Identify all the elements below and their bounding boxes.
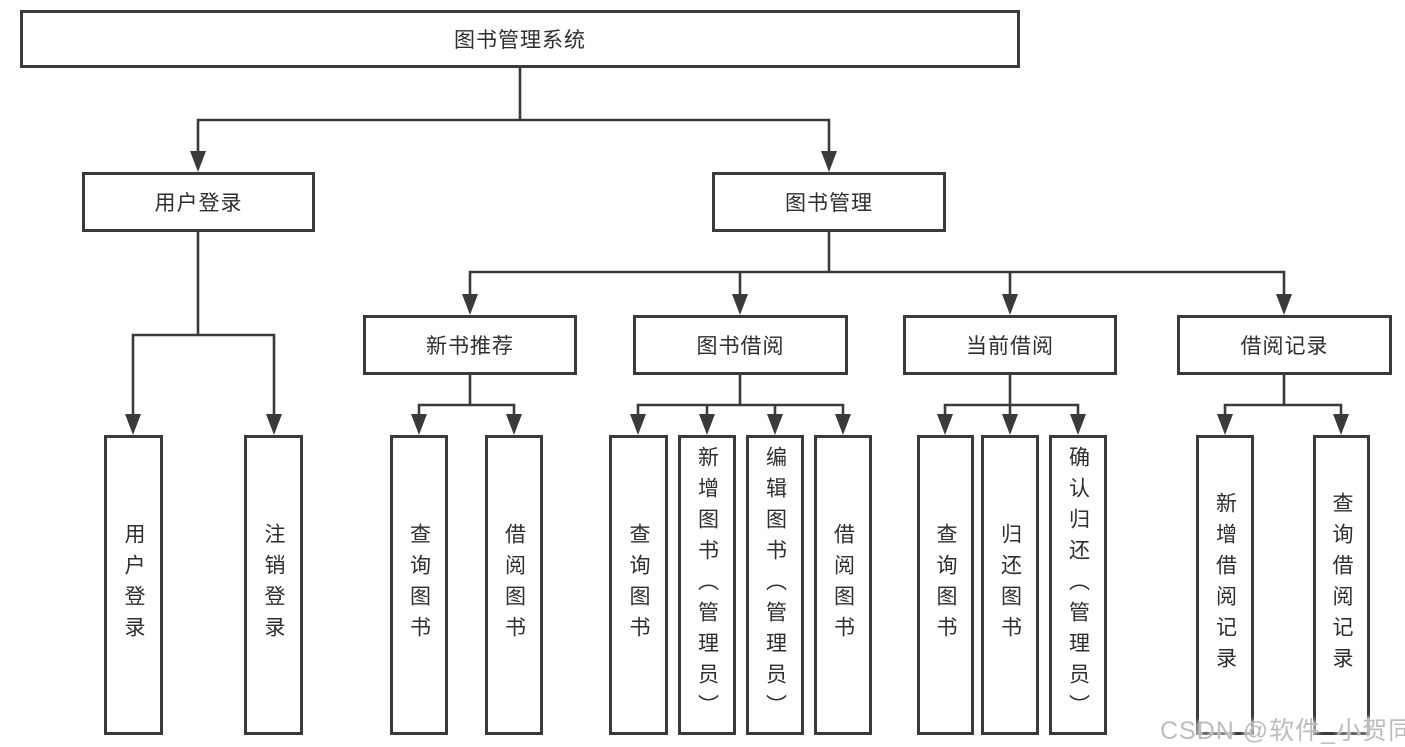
connector-line <box>131 333 276 416</box>
arrowhead <box>462 294 478 315</box>
leaf-add-book-admin: 新增图书（管理员） <box>678 435 736 735</box>
leaf-query-borrow-record: 查询借阅记录 <box>1313 435 1370 735</box>
connector-line <box>468 270 1286 296</box>
arrowhead <box>125 414 141 435</box>
connector-line <box>943 403 1080 416</box>
node-user-login: 用户登录 <box>82 172 315 232</box>
arrowhead <box>506 414 522 435</box>
arrowhead <box>1333 414 1349 435</box>
leaf-return-book: 归还图书 <box>981 435 1039 735</box>
connector-line <box>417 403 516 416</box>
arrowhead <box>835 414 851 435</box>
arrowhead <box>821 151 837 172</box>
leaf-query-books-current: 查询图书 <box>917 435 974 735</box>
node-current-borrow: 当前借阅 <box>903 315 1117 375</box>
arrowhead <box>1276 294 1292 315</box>
node-book-borrow: 图书借阅 <box>633 315 848 375</box>
arrowhead <box>630 414 646 435</box>
connector-line <box>636 403 845 416</box>
leaf-logout: 注销登录 <box>244 435 303 735</box>
node-borrow-records: 借阅记录 <box>1177 315 1392 375</box>
arrowhead <box>767 414 783 435</box>
connector-line <box>196 118 831 153</box>
arrowhead <box>937 414 953 435</box>
leaf-add-borrow-record: 新增借阅记录 <box>1196 435 1254 735</box>
node-book-management: 图书管理 <box>712 172 946 232</box>
csdn-watermark: CSDN @软件_小贺同学 <box>1160 717 1405 745</box>
arrowhead <box>266 414 282 435</box>
arrowhead <box>1002 294 1018 315</box>
leaf-user-login: 用户登录 <box>104 435 163 735</box>
arrowhead <box>699 414 715 435</box>
leaf-query-books-recommend: 查询图书 <box>390 435 448 735</box>
arrowhead <box>190 151 206 172</box>
arrowhead <box>411 414 427 435</box>
leaf-borrow-books: 借阅图书 <box>814 435 872 735</box>
leaf-confirm-return-admin: 确认归还（管理员） <box>1049 435 1107 735</box>
node-root: 图书管理系统 <box>20 10 1020 68</box>
connector-line <box>1223 403 1343 416</box>
node-new-book-recommend: 新书推荐 <box>363 315 577 375</box>
arrowhead <box>1217 414 1233 435</box>
arrowhead <box>732 294 748 315</box>
leaf-edit-book-admin: 编辑图书（管理员） <box>746 435 804 735</box>
leaf-query-books-borrow: 查询图书 <box>609 435 668 735</box>
arrowhead <box>1070 414 1086 435</box>
leaf-borrow-books-recommend: 借阅图书 <box>485 435 543 735</box>
arrowhead <box>1002 414 1018 435</box>
